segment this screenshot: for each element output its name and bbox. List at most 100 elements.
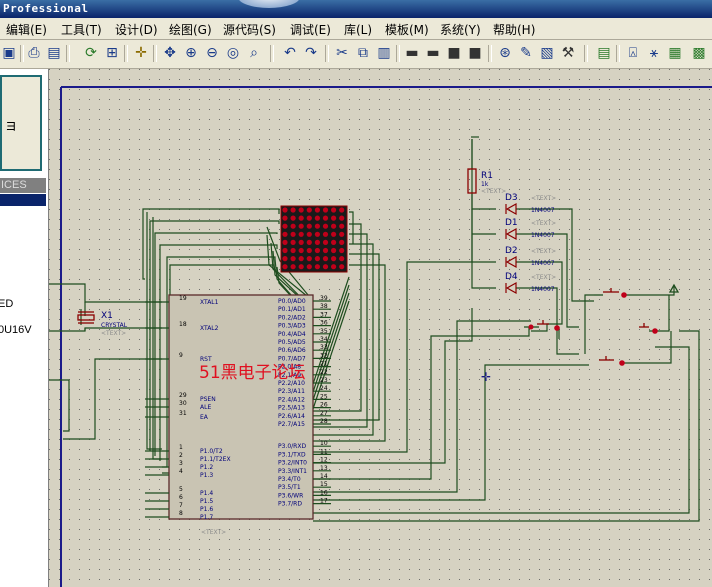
mcu-pin-number: 9 <box>179 352 183 359</box>
menu-design[interactable]: 设计(D) <box>115 23 158 37</box>
mcu-pin-name: PSEN <box>200 396 216 403</box>
led-dot <box>282 223 288 229</box>
led-dot <box>282 264 288 270</box>
overview-window[interactable]: ョ <box>0 75 42 171</box>
diode-value: 1N4007 <box>531 260 555 267</box>
led-dot <box>282 239 288 245</box>
mcu-pin-number: 19 <box>179 295 187 302</box>
menu-template[interactable]: 模板(M) <box>385 23 429 37</box>
diode-value: 1N4007 <box>531 207 555 214</box>
wire <box>624 285 675 296</box>
zoom-out-icon[interactable]: ⊖ <box>206 45 218 61</box>
devices-header[interactable]: ICES <box>0 178 46 193</box>
copy-icon[interactable]: ⧉ <box>358 45 368 61</box>
wire <box>313 264 386 442</box>
mcu-pin-number: 27 <box>320 410 328 417</box>
led-dot <box>314 223 320 229</box>
toolbar-separator <box>270 45 274 62</box>
mcu-pin-number: 13 <box>320 465 328 472</box>
block-delete-icon[interactable]: ■ <box>468 45 482 61</box>
redo-icon[interactable]: ↷ <box>305 45 317 61</box>
block-rotate-icon[interactable]: ■ <box>447 45 461 61</box>
led-dot <box>290 231 296 237</box>
led-dot <box>306 247 312 254</box>
wire <box>159 244 278 461</box>
mcu-pin-name: P0.0/AD0 <box>278 298 306 305</box>
menu-graph[interactable]: 绘图(G) <box>169 23 212 37</box>
pan-icon[interactable]: ✥ <box>164 45 176 61</box>
zoom-all-icon[interactable]: ◎ <box>226 45 240 61</box>
device-list-item[interactable]: ED <box>0 298 14 310</box>
zoom-in-icon[interactable]: ⊕ <box>185 45 197 61</box>
menu-tools[interactable]: 工具(T) <box>61 23 102 37</box>
decompose-icon[interactable]: ⚒ <box>561 45 575 61</box>
led-dot <box>306 256 312 262</box>
pushbutton-group <box>528 283 680 366</box>
resistor-ref: R1 <box>481 171 493 181</box>
menu-source[interactable]: 源代码(S) <box>223 23 276 37</box>
page-setup-icon[interactable]: ▤ <box>47 45 61 61</box>
wire <box>313 233 368 428</box>
mcu-pin-name: P0.6/AD6 <box>278 347 306 354</box>
undo-icon[interactable]: ↶ <box>284 45 296 61</box>
package-tool-icon[interactable]: ▧ <box>540 45 554 61</box>
menu-help[interactable]: 帮助(H) <box>493 23 536 37</box>
crystal-body <box>77 314 95 321</box>
pick-device-icon[interactable]: ⊛ <box>499 45 511 61</box>
print-icon[interactable]: ⎙ <box>28 45 40 61</box>
mcu-pin-number: 6 <box>179 494 183 501</box>
schematic-sheet[interactable]: R1 1k <TEXT> D31N4007<TEXT>D11N4007<TEXT… <box>49 69 712 587</box>
wire <box>620 331 672 364</box>
mcu-left-pins: 19XTAL118XTAL29RST29PSEN30ALE31EA1P1.0/T… <box>145 295 231 521</box>
menu-bar: 编辑(E) 工具(T) 设计(D) 绘图(G) 源代码(S) 调试(E) 库(L… <box>0 18 712 40</box>
led-dot <box>290 223 296 229</box>
mcu-pin-name: P2.6/A14 <box>278 413 305 420</box>
device-list-item[interactable]: 0U16V <box>0 324 32 336</box>
menu-library[interactable]: 库(L) <box>344 23 373 37</box>
zoom-area-icon[interactable]: ⌕ <box>250 45 258 61</box>
led-matrix-body <box>280 205 348 273</box>
mcu-pin-name: P2.4/A12 <box>278 396 305 403</box>
toolbar-separator <box>66 45 70 62</box>
refresh-icon[interactable]: ⟳ <box>85 45 97 61</box>
mcu-pin-name: P1.1/T2EX <box>200 456 231 463</box>
origin-icon[interactable]: ✛ <box>135 45 147 61</box>
property-assignment-icon[interactable]: ⚹ <box>649 45 659 61</box>
wire-autorouter-icon[interactable]: ▤ <box>597 45 611 61</box>
mcu-pin-number: 3 <box>179 460 183 467</box>
paste-icon[interactable]: ▥ <box>377 45 391 61</box>
wire <box>313 326 530 480</box>
mcu-pin-name: P1.2 <box>200 464 213 471</box>
led-dot <box>314 256 320 262</box>
cut-icon[interactable]: ✂ <box>336 45 348 61</box>
mcu-body <box>168 294 314 520</box>
remove-sheet-icon[interactable]: ▩ <box>692 45 706 61</box>
new-sheet-icon[interactable]: ▦ <box>668 45 682 61</box>
menu-edit[interactable]: 编辑(E) <box>6 23 47 37</box>
toolbar-separator <box>20 45 24 62</box>
block-copy-icon[interactable]: ▬ <box>405 45 419 61</box>
search-tag-icon[interactable]: ⍓ <box>628 45 638 61</box>
watermark: 51黑电子论坛 <box>199 363 306 383</box>
led-dot <box>306 264 312 270</box>
led-dot <box>306 215 312 221</box>
crystal-x1: X1 CRYSTAL <TEXT> <box>77 309 128 337</box>
led-dot <box>339 239 345 245</box>
device-icon[interactable]: ▣ <box>2 45 16 61</box>
mcu-pin-name: XTAL1 <box>200 299 219 306</box>
menu-system[interactable]: 系统(Y) <box>440 23 481 37</box>
block-move-icon[interactable]: ▬ <box>426 45 440 61</box>
menu-debug[interactable]: 调试(E) <box>290 23 331 37</box>
wire <box>266 234 314 302</box>
title-bar-orb <box>238 0 300 8</box>
diode-symbol <box>505 202 517 216</box>
device-list-selection[interactable] <box>0 194 46 206</box>
wire <box>313 243 374 436</box>
led-matrix <box>280 205 348 273</box>
wire <box>142 208 280 280</box>
grid-icon[interactable]: ⊞ <box>106 45 118 61</box>
make-device-icon[interactable]: ✎ <box>520 45 532 61</box>
window-title: Professional <box>3 2 89 15</box>
